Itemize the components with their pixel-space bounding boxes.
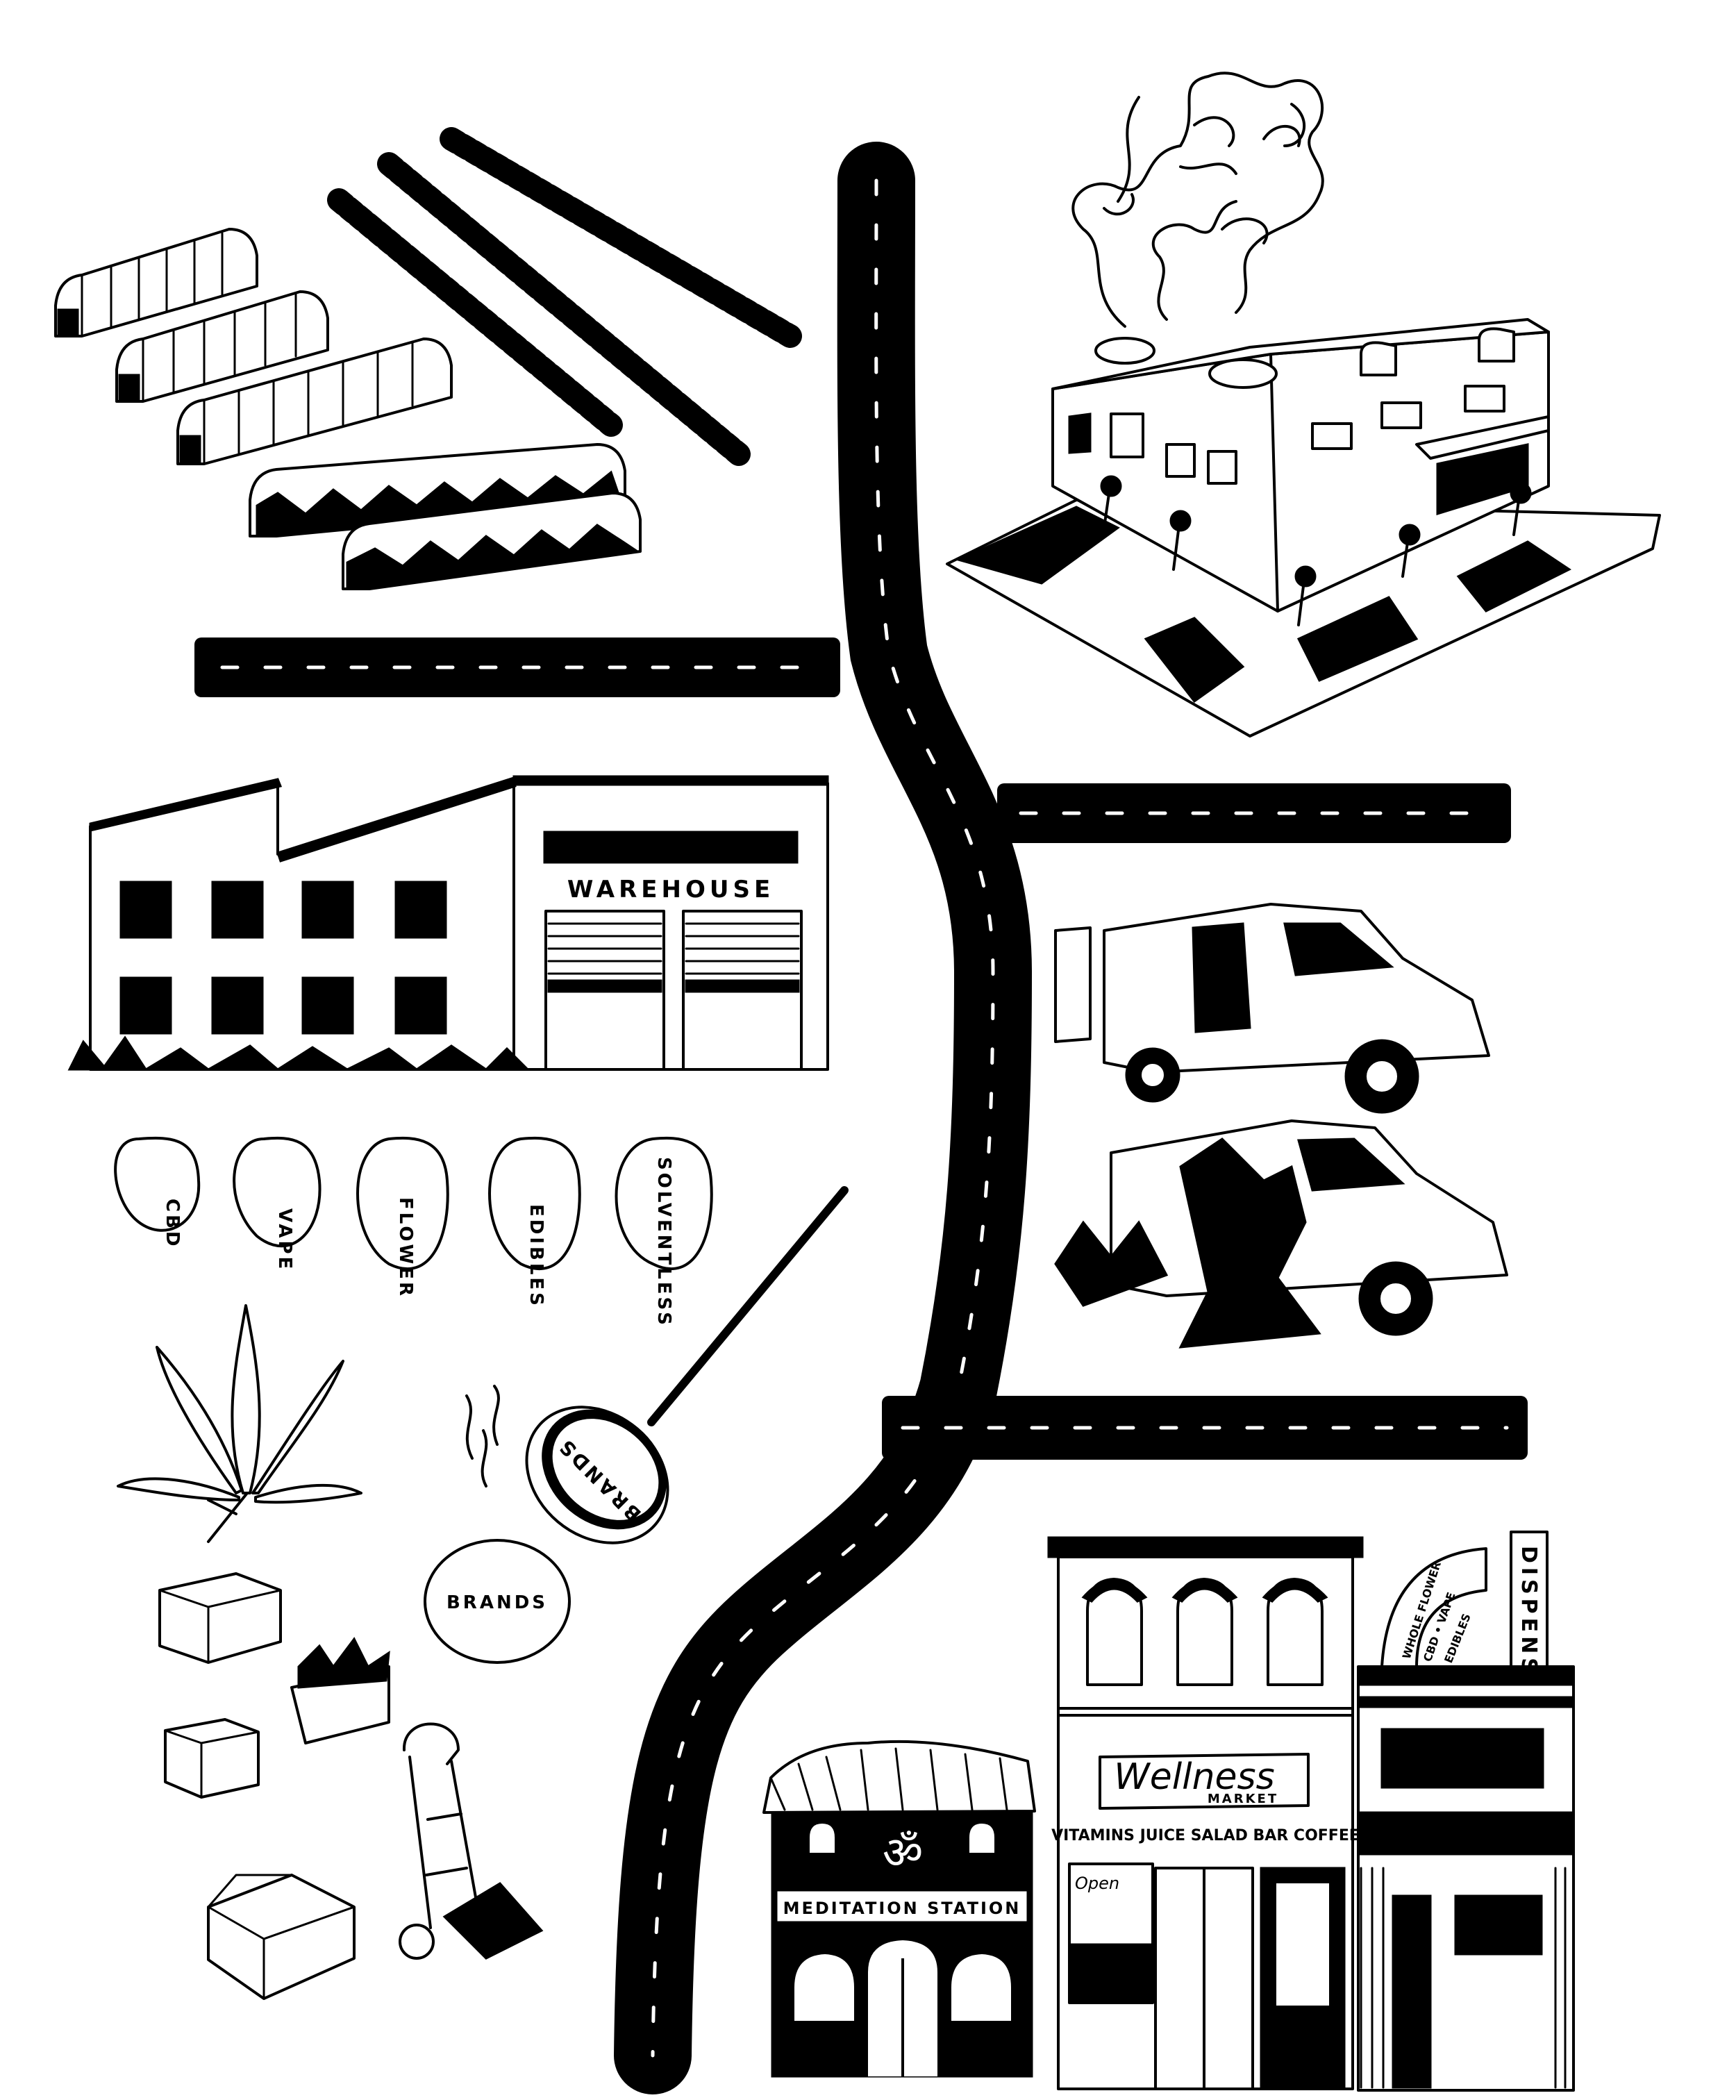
hand-truck-icon — [399, 1722, 544, 1960]
category-vape: VAPE — [274, 1208, 295, 1272]
open-sign: Open — [1075, 1874, 1119, 1893]
delivery-van-1 — [1054, 903, 1490, 1114]
category-solventless: SOLVENTLESS — [653, 1157, 674, 1328]
greenhouse-rows — [54, 228, 642, 590]
brands-round-sign: BRANDS — [424, 1385, 571, 1664]
market-subtitle: MARKET — [1208, 1792, 1278, 1806]
market-services: VITAMINS JUICE SALAD BAR COFFEE — [1051, 1827, 1360, 1844]
brands-round-text: BRANDS — [446, 1592, 548, 1613]
meditation-station: ॐ MEDITATION STATION — [762, 1740, 1036, 2078]
plant-box-icon — [290, 1637, 390, 1744]
extraction-facility — [946, 72, 1661, 738]
delivery-van-2 — [1054, 1119, 1508, 1349]
category-flower: FLOWER — [395, 1197, 416, 1299]
greenhouse-4 — [249, 443, 626, 538]
category-edibles: EDIBLES — [526, 1204, 546, 1308]
cross-road-1 — [194, 638, 840, 697]
market-upper-windows — [1081, 1578, 1328, 1686]
greenhouse-1 — [54, 228, 258, 338]
wellness-market: Wellness MARKET VITAMINS JUICE SALAD BAR… — [1047, 1536, 1364, 2090]
loading-doors — [544, 910, 803, 1071]
meditation-sign: MEDITATION STATION — [783, 1899, 1021, 1918]
greenhouse-2 — [115, 290, 329, 403]
category-cbd: CBD — [162, 1199, 183, 1249]
warehouse-sign: WAREHOUSE — [567, 876, 774, 903]
open-box-icon — [207, 1874, 356, 2000]
category-tags: CBD VAPE FLOWER EDIBLES SOLVENTLESS — [114, 1136, 713, 1328]
cardboard-box-icon-2 — [164, 1718, 260, 1799]
warehouse-building: WAREHOUSE — [67, 775, 829, 1072]
crop-rows — [327, 127, 802, 466]
main-road — [614, 142, 1033, 2094]
greenhouse-3 — [176, 338, 453, 465]
cannabis-leaf-icon — [117, 1304, 362, 1543]
dispensary: WHOLE FLOWER CBD • VAPE EDIBLES DISPENSA… — [1357, 1531, 1575, 2092]
greenhouse-5 — [342, 492, 642, 590]
cross-road-2 — [997, 783, 1511, 843]
smoke-plume — [1071, 72, 1324, 328]
warehouse-windows — [119, 881, 447, 1035]
market-title: Wellness — [1114, 1756, 1274, 1798]
brands-stand-sign: BRANDS — [525, 1186, 849, 1544]
cardboard-box-icon — [158, 1572, 282, 1664]
meditation-symbol: ॐ — [883, 1828, 923, 1879]
cross-road-3 — [882, 1396, 1528, 1460]
facility-plants — [1100, 475, 1532, 626]
